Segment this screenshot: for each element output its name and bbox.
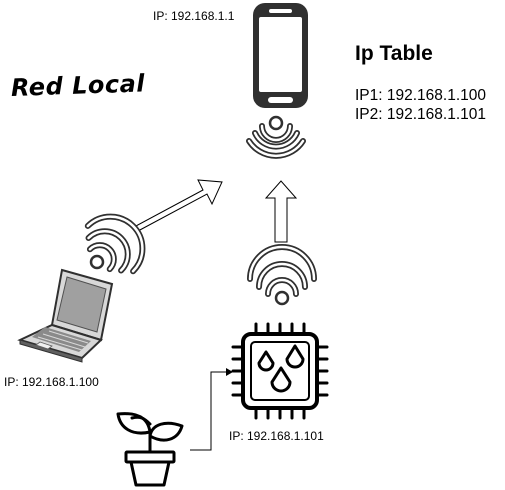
phone-ip-label: IP: 192.168.1.1 <box>153 9 235 23</box>
laptop-ip-label: IP: 192.168.1.100 <box>4 375 99 389</box>
arrow-laptop-to-phone <box>133 179 223 232</box>
wifi-icon <box>247 244 317 306</box>
chip-ip-label: IP: 192.168.1.101 <box>229 429 324 443</box>
ip-table-row: IP2: 192.168.1.101 <box>355 106 487 123</box>
wifi-icon <box>84 213 146 275</box>
connector-plant-to-chip <box>190 368 233 451</box>
ip-table-row: IP1: 192.168.1.100 <box>355 87 487 104</box>
potted-plant-icon <box>116 412 184 487</box>
smartphone-icon <box>253 3 308 108</box>
wifi-icon <box>246 115 306 159</box>
laptop-icon <box>17 268 114 363</box>
arrow-chip-to-phone <box>264 180 298 243</box>
network-title: Red Local <box>10 69 146 102</box>
ip-table-title: Ip Table <box>355 42 433 65</box>
microchip-water-icon <box>231 322 329 420</box>
